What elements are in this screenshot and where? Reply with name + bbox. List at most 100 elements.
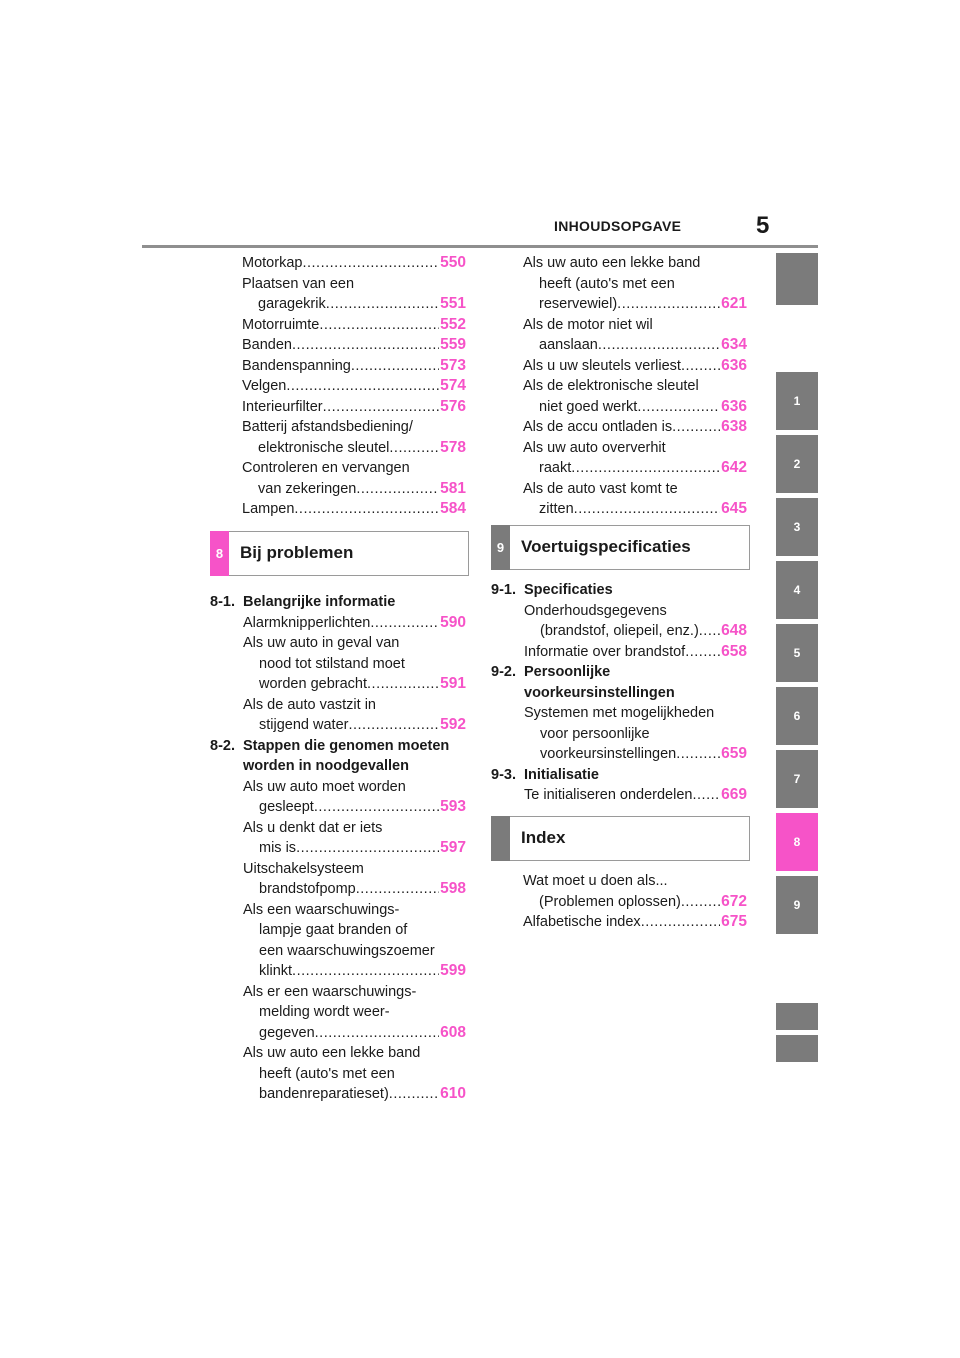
page-link[interactable]: 578 [440,438,466,456]
toc-entry[interactable]: Alarmknipperlichten590 [243,613,466,634]
tab-6[interactable]: 6 [776,687,818,745]
page-link[interactable]: 636 [721,397,747,415]
toc-entry[interactable]: Als uw auto moet wordengesleept593 [243,777,466,818]
toc-entry[interactable]: Bandenspanning573 [242,356,466,377]
page-link[interactable]: 584 [440,500,466,517]
toc-entry[interactable]: Als de accu ontladen is638 [523,417,747,438]
toc-entry-text: Als de elektronische sleutel [523,378,699,394]
toc-entry-text: Als de motor niet wil [523,316,653,333]
toc-entry[interactable]: Interieurfilter576 [242,397,466,418]
page-link[interactable]: 675 [721,913,747,930]
toc-entry[interactable]: Motorruimte552 [242,315,466,336]
page-link[interactable]: 599 [440,962,466,979]
toc-entry[interactable]: Als u uw sleutels verliest636 [523,356,747,377]
page-link[interactable]: 574 [440,377,466,394]
section-entries: Te initialiseren onderdelen669 [491,785,747,806]
toc-entry[interactable]: Alfabetische index675 [523,912,747,933]
page-link[interactable]: 648 [721,622,747,639]
toc-entry[interactable]: Plaatsen van eengaragekrik551 [242,274,466,315]
page-link[interactable]: 591 [440,675,466,692]
toc-entry[interactable]: Uitschakelsysteembrandstofpomp598 [243,859,466,900]
page-link[interactable]: 552 [440,315,466,333]
toc-entry[interactable]: Wat moet u doen als...(Problemen oplosse… [523,871,747,912]
tab-blank-top[interactable] [776,253,818,305]
tab-4[interactable]: 4 [776,561,818,619]
toc-entry-text: Als een waarschuwings- [243,901,400,918]
page-link[interactable]: 621 [721,295,747,312]
page-link[interactable]: 669 [721,786,747,803]
section-heading[interactable]: 8-2. Stappen die genomen moeten [210,736,466,757]
tab-8[interactable]: 8 [776,813,818,871]
toc-entry-text: (Problemen oplossen) [539,893,681,910]
tab-7[interactable]: 7 [776,750,818,808]
page-link[interactable]: 597 [440,839,466,856]
dot-leader [302,253,439,274]
chapter-9-heading[interactable]: 9 Voertuigspecificaties [491,525,750,570]
toc-entry[interactable]: Onderhoudsgegevens(brandstof, oliepeil, … [524,601,747,642]
toc-entry-text: brandstofpomp [259,881,356,897]
page-link[interactable]: 551 [440,295,466,312]
dot-leader [681,356,720,377]
toc-entry[interactable]: Als een waarschuwings-lampje gaat brande… [243,900,466,982]
toc-entry[interactable]: Lampen584 [242,499,466,520]
page-link[interactable]: 593 [440,798,466,815]
page-link[interactable]: 642 [721,459,747,476]
tab-blank-bottom-1[interactable] [776,1003,818,1030]
page-link[interactable]: 610 [440,1085,466,1102]
tab-blank-bottom-2[interactable] [776,1035,818,1062]
page-link[interactable]: 659 [721,745,747,762]
toc-entry[interactable]: Informatie over brandstof658 [524,642,747,663]
tab-9[interactable]: 9 [776,876,818,934]
toc-entry[interactable]: Als uw auto oververhitraakt642 [523,438,747,479]
toc-entry[interactable]: Velgen574 [242,376,466,397]
page-link[interactable]: 636 [721,356,747,374]
toc-entry[interactable]: Als de motor niet wilaanslaan634 [523,315,747,356]
section-heading[interactable]: 8-1. Belangrijke informatie [210,592,466,613]
toc-entry-text: een waarschuwingszoemer [259,942,435,959]
tab-1[interactable]: 1 [776,372,818,430]
page-link[interactable]: 581 [440,479,466,497]
page-link[interactable]: 576 [440,397,466,415]
toc-entry[interactable]: Als de auto vast komt tezitten645 [523,479,747,520]
dot-leader [296,838,439,859]
tab-2[interactable]: 2 [776,435,818,493]
tab-3[interactable]: 3 [776,498,818,556]
toc-entry[interactable]: Banden559 [242,335,466,356]
page-link[interactable]: 573 [440,356,466,374]
page-link[interactable]: 559 [440,336,466,353]
page-link[interactable]: 592 [440,716,466,733]
toc-entry[interactable]: Motorkap550 [242,253,466,274]
page-link[interactable]: 634 [721,336,747,353]
page-link[interactable]: 672 [721,892,747,910]
toc-entry[interactable]: Als er een waarschuwings-melding wordt w… [243,982,466,1044]
page-link[interactable]: 550 [440,254,466,271]
section-heading[interactable]: 9-2. Persoonlijke [491,662,747,683]
page-link[interactable]: 645 [721,500,747,517]
toc-entry-text: heeft (auto's met een [259,1065,395,1082]
dot-leader [676,744,720,765]
section-heading[interactable]: 9-1. Specificaties [491,580,747,601]
page-link[interactable]: 598 [440,880,466,897]
tab-5[interactable]: 5 [776,624,818,682]
toc-entry[interactable]: Batterij afstandsbediening/elektronische… [242,417,466,458]
chapter-8-heading[interactable]: 8 Bij problemen [210,531,469,576]
page-link[interactable]: 658 [721,642,747,660]
index-heading[interactable]: Index [491,816,750,861]
page-link[interactable]: 590 [440,613,466,631]
dot-leader [315,1023,439,1044]
section-title: Specificaties [524,582,613,598]
page-link[interactable]: 638 [721,418,747,435]
page-link[interactable]: 608 [440,1023,466,1041]
section-number: 9-1. [491,582,516,598]
toc-entry[interactable]: Te initialiseren onderdelen669 [524,785,747,806]
section-heading[interactable]: 9-3. Initialisatie [491,765,747,786]
